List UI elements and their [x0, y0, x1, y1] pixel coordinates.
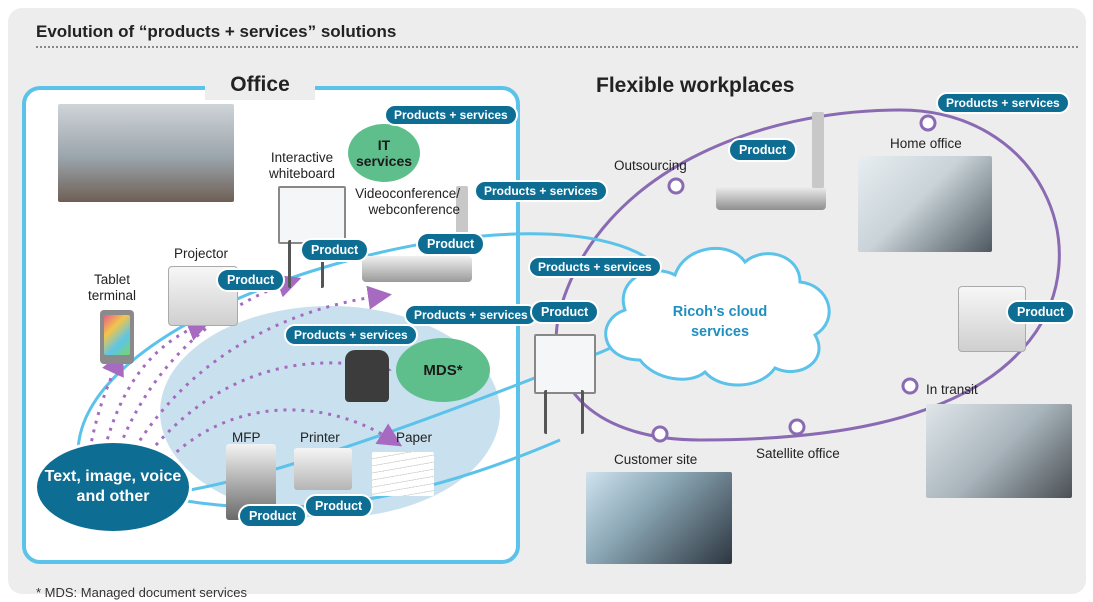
outsourcing-device-image — [716, 186, 826, 210]
mds-circle: MDS* — [396, 338, 490, 402]
projector-label: Projector — [174, 246, 229, 261]
in-transit-label: In transit — [926, 382, 978, 397]
node-customer-site — [651, 425, 669, 443]
footnote: * MDS: Managed document services — [36, 585, 247, 600]
products-services-pill-videoconference: Products + services — [474, 180, 608, 202]
node-in-transit — [901, 377, 919, 395]
node-home-office — [919, 114, 937, 132]
videoconference-room-photo — [58, 104, 234, 202]
product-pill-whiteboard: Product — [300, 238, 370, 262]
satellite-office-label: Satellite office — [756, 446, 840, 461]
customer-site-photo — [586, 472, 732, 564]
cloud-shape — [604, 247, 831, 387]
home-office-photo — [858, 156, 992, 252]
paper-label: Paper — [396, 430, 433, 445]
source-oval: Text, image, voice and other — [34, 440, 192, 534]
product-pill-outsourcing: Product — [728, 138, 798, 162]
product-pill-videoconference: Product — [416, 232, 486, 256]
diagram-title: Evolution of “products + services” solut… — [36, 22, 397, 41]
arrow-to-projector — [103, 318, 212, 449]
paper-stack-image — [372, 452, 434, 496]
mfp-label: MFP — [232, 430, 261, 445]
cloud-label: Ricoh’s cloud services — [672, 304, 768, 340]
flexible-workplaces-label: Flexible workplaces — [596, 74, 795, 97]
title-divider — [36, 46, 1078, 48]
office-label: Office — [205, 70, 315, 100]
product-pill-remote-whiteboard: Product — [530, 300, 600, 324]
node-satellite-office — [788, 418, 806, 436]
whiteboard-stand — [288, 240, 324, 288]
outsourcing-camera-pole — [812, 112, 824, 188]
product-pill-remote-projector: Product — [1006, 300, 1076, 324]
printer-image — [294, 448, 352, 490]
products-services-pill-flexible: Products + services — [936, 92, 1070, 114]
remote-whiteboard-image — [534, 334, 596, 394]
products-services-pill-cloud: Products + services — [528, 256, 662, 278]
product-pill-projector: Product — [216, 268, 286, 292]
products-services-pill-mds: Products + services — [284, 324, 418, 346]
videoconference-label: Videoconference/ webconference — [355, 186, 460, 217]
product-pill-printer: Product — [304, 494, 374, 518]
product-pill-mfp: Product — [238, 504, 308, 528]
remote-whiteboard-stand — [544, 390, 584, 434]
people-silhouette — [345, 350, 389, 402]
home-office-label: Home office — [890, 136, 962, 151]
interactive-whiteboard-image — [278, 186, 346, 244]
it-services-circle: IT services — [348, 124, 420, 182]
products-services-pill-office-network: Products + services — [404, 304, 538, 326]
outsourcing-label: Outsourcing — [614, 158, 687, 173]
customer-site-label: Customer site — [614, 452, 698, 467]
products-services-pill-it: Products + services — [384, 104, 518, 126]
interactive-whiteboard-label: Interactive whiteboard — [268, 150, 336, 181]
node-outsourcing — [667, 177, 685, 195]
in-transit-photo — [926, 404, 1072, 498]
arrow-to-paper — [168, 408, 403, 460]
videoconference-device-image — [362, 256, 472, 282]
printer-label: Printer — [300, 430, 340, 445]
tablet-label: Tablet terminal — [87, 272, 136, 303]
tablet-screen — [104, 315, 130, 355]
arrow-to-tablet — [88, 351, 124, 451]
